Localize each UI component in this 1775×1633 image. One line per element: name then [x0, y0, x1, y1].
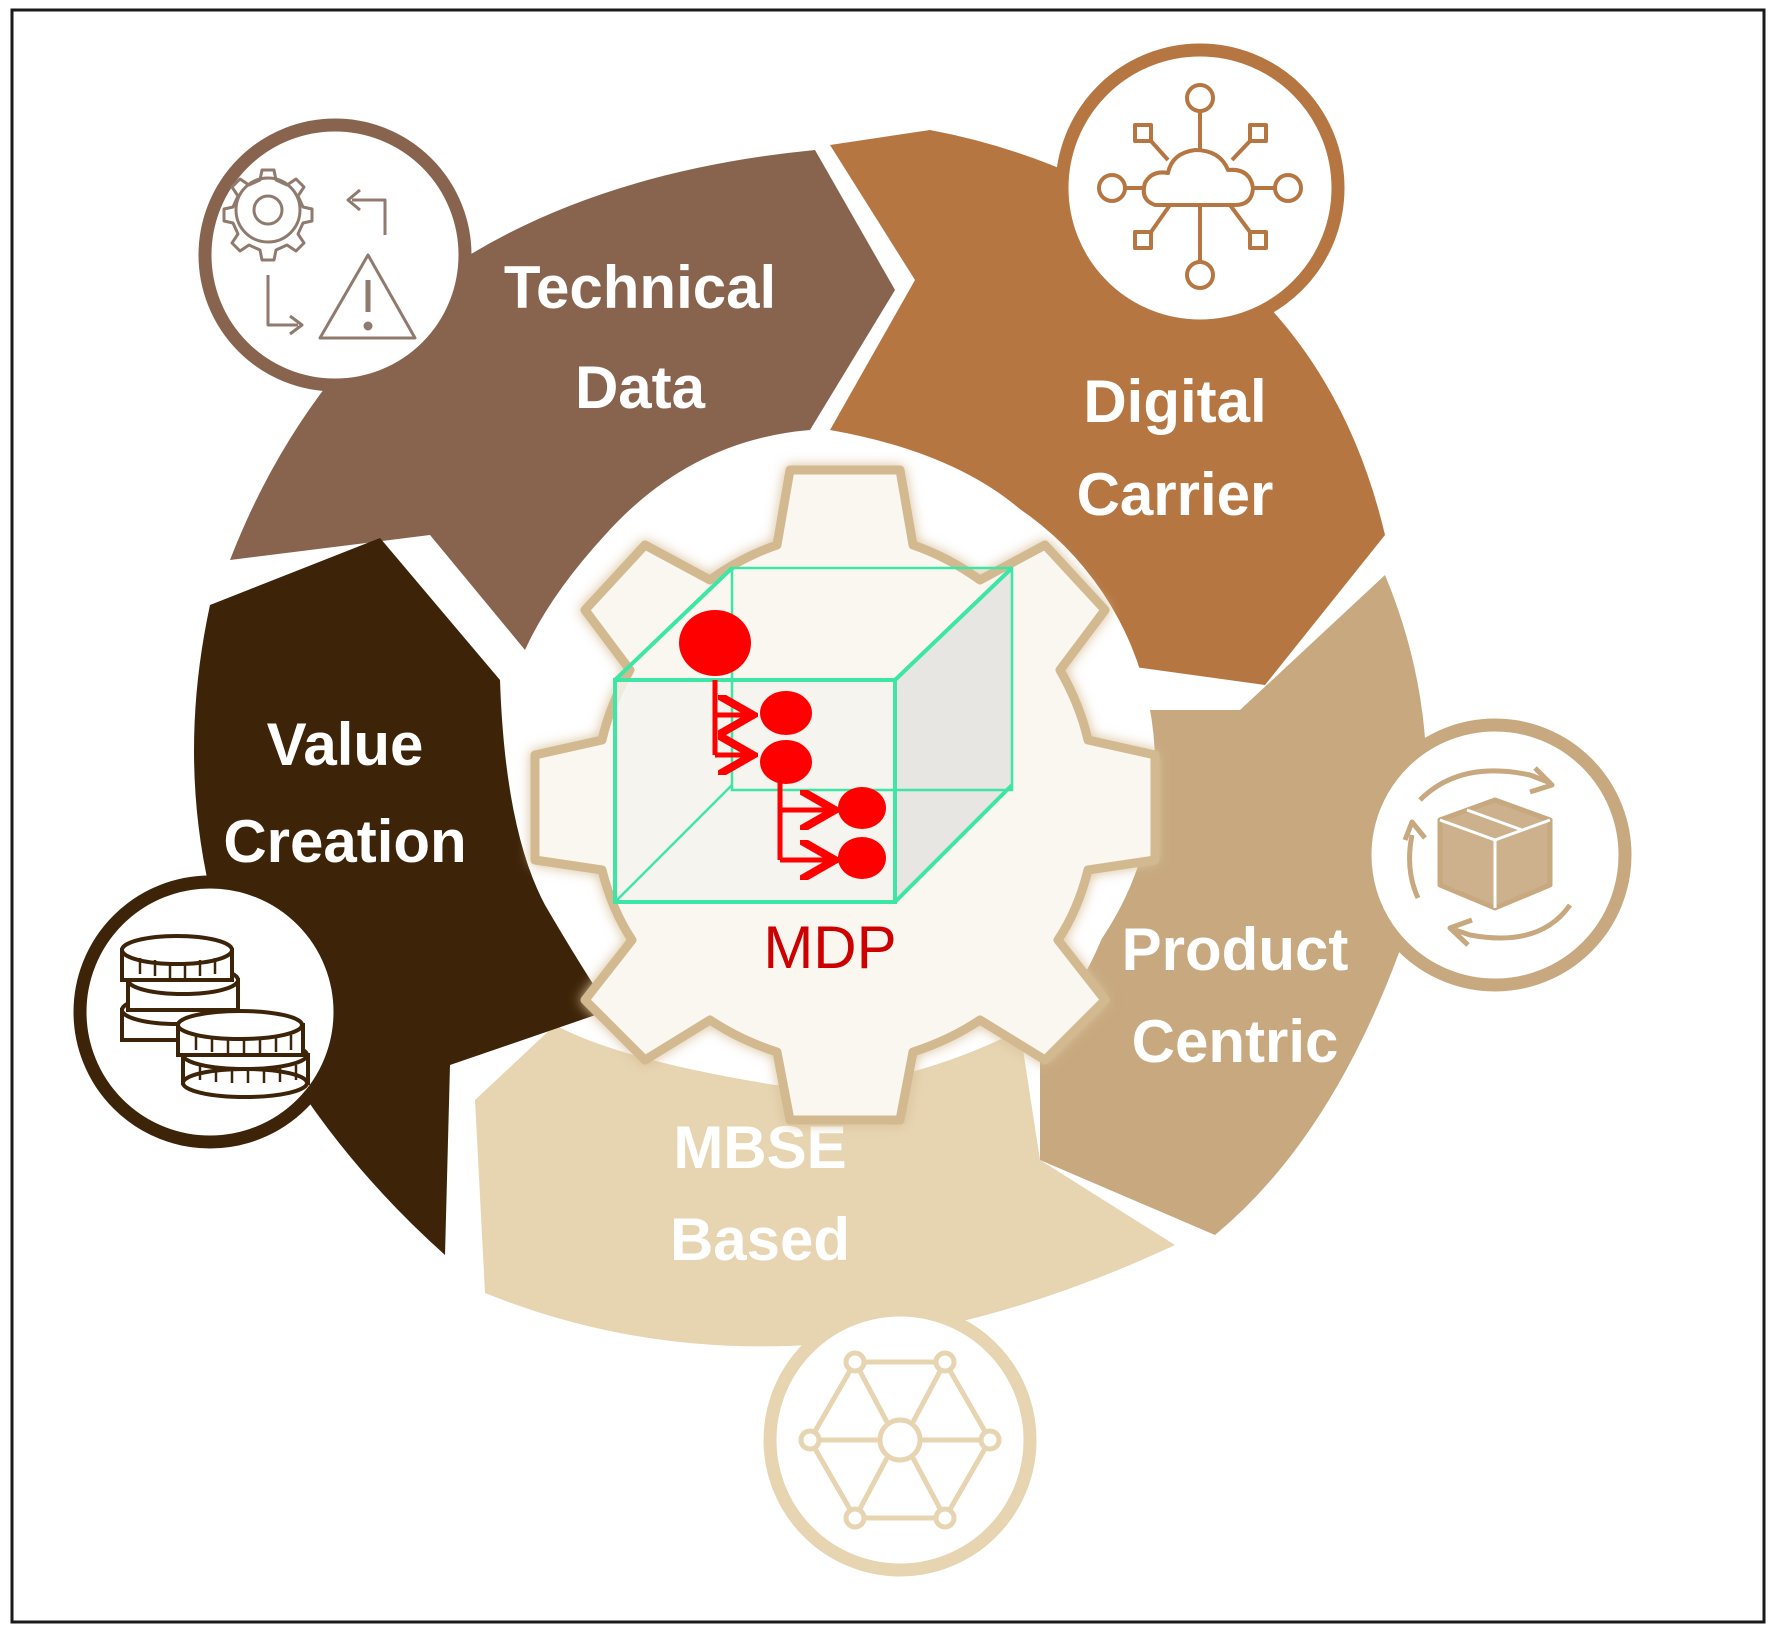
- technical-data-arrow: [230, 150, 895, 650]
- cube-edges: [613, 566, 1014, 904]
- coin-stack-right: [176, 1009, 310, 1099]
- value-creation-icon-badge: [73, 875, 347, 1149]
- network-hexagon-icon: [798, 1350, 1002, 1530]
- segment-technical-data: Technical Data: [230, 150, 895, 650]
- technical-data-label-line2: Data: [575, 354, 706, 421]
- digital-carrier-icon-badge: [1055, 43, 1345, 333]
- coins-stack-icon: [120, 934, 310, 1099]
- value-creation-label-line1: Value: [267, 711, 424, 778]
- value-creation-label-line2: Creation: [223, 808, 466, 875]
- cloud-network-icon: [1097, 83, 1303, 290]
- segment-digital-carrier: Digital Carrier: [830, 130, 1385, 685]
- segment-mbse-based: MBSE Based: [475, 1025, 1175, 1347]
- mbse-based-arrow: [475, 1025, 1175, 1347]
- mbse-based-icon-badge: [763, 1303, 1037, 1577]
- technical-data-icon-badge: [198, 118, 472, 392]
- digital-carrier-label-line1: Digital: [1083, 368, 1266, 435]
- mbse-based-label-line1: MBSE: [673, 1114, 846, 1181]
- digital-carrier-label-line2: Carrier: [1077, 461, 1274, 528]
- gear-warning-process-icon: [222, 168, 417, 340]
- center-hub: MDP: [530, 455, 1160, 1125]
- mbse-based-label-line2: Based: [670, 1206, 850, 1273]
- mdp-node: [760, 740, 812, 784]
- mdp-root-node: [679, 610, 751, 676]
- mdp-node: [838, 787, 886, 829]
- mdp-nodes: [679, 610, 886, 879]
- mdp-flow-graphic: [712, 680, 830, 860]
- cube-right-face: [895, 568, 1012, 902]
- product-centric-icon-badge: [1358, 718, 1632, 992]
- product-centric-label-line2: Centric: [1132, 1008, 1339, 1075]
- product-centric-label-line1: Product: [1122, 916, 1349, 983]
- digital-carrier-arrow: [830, 130, 1385, 685]
- mdp-node: [838, 837, 886, 879]
- technical-data-label-line1: Technical: [504, 254, 776, 321]
- mdp-label: MDP: [763, 914, 896, 981]
- box-recycle-icon: [1402, 766, 1573, 947]
- mdp-node: [760, 691, 812, 735]
